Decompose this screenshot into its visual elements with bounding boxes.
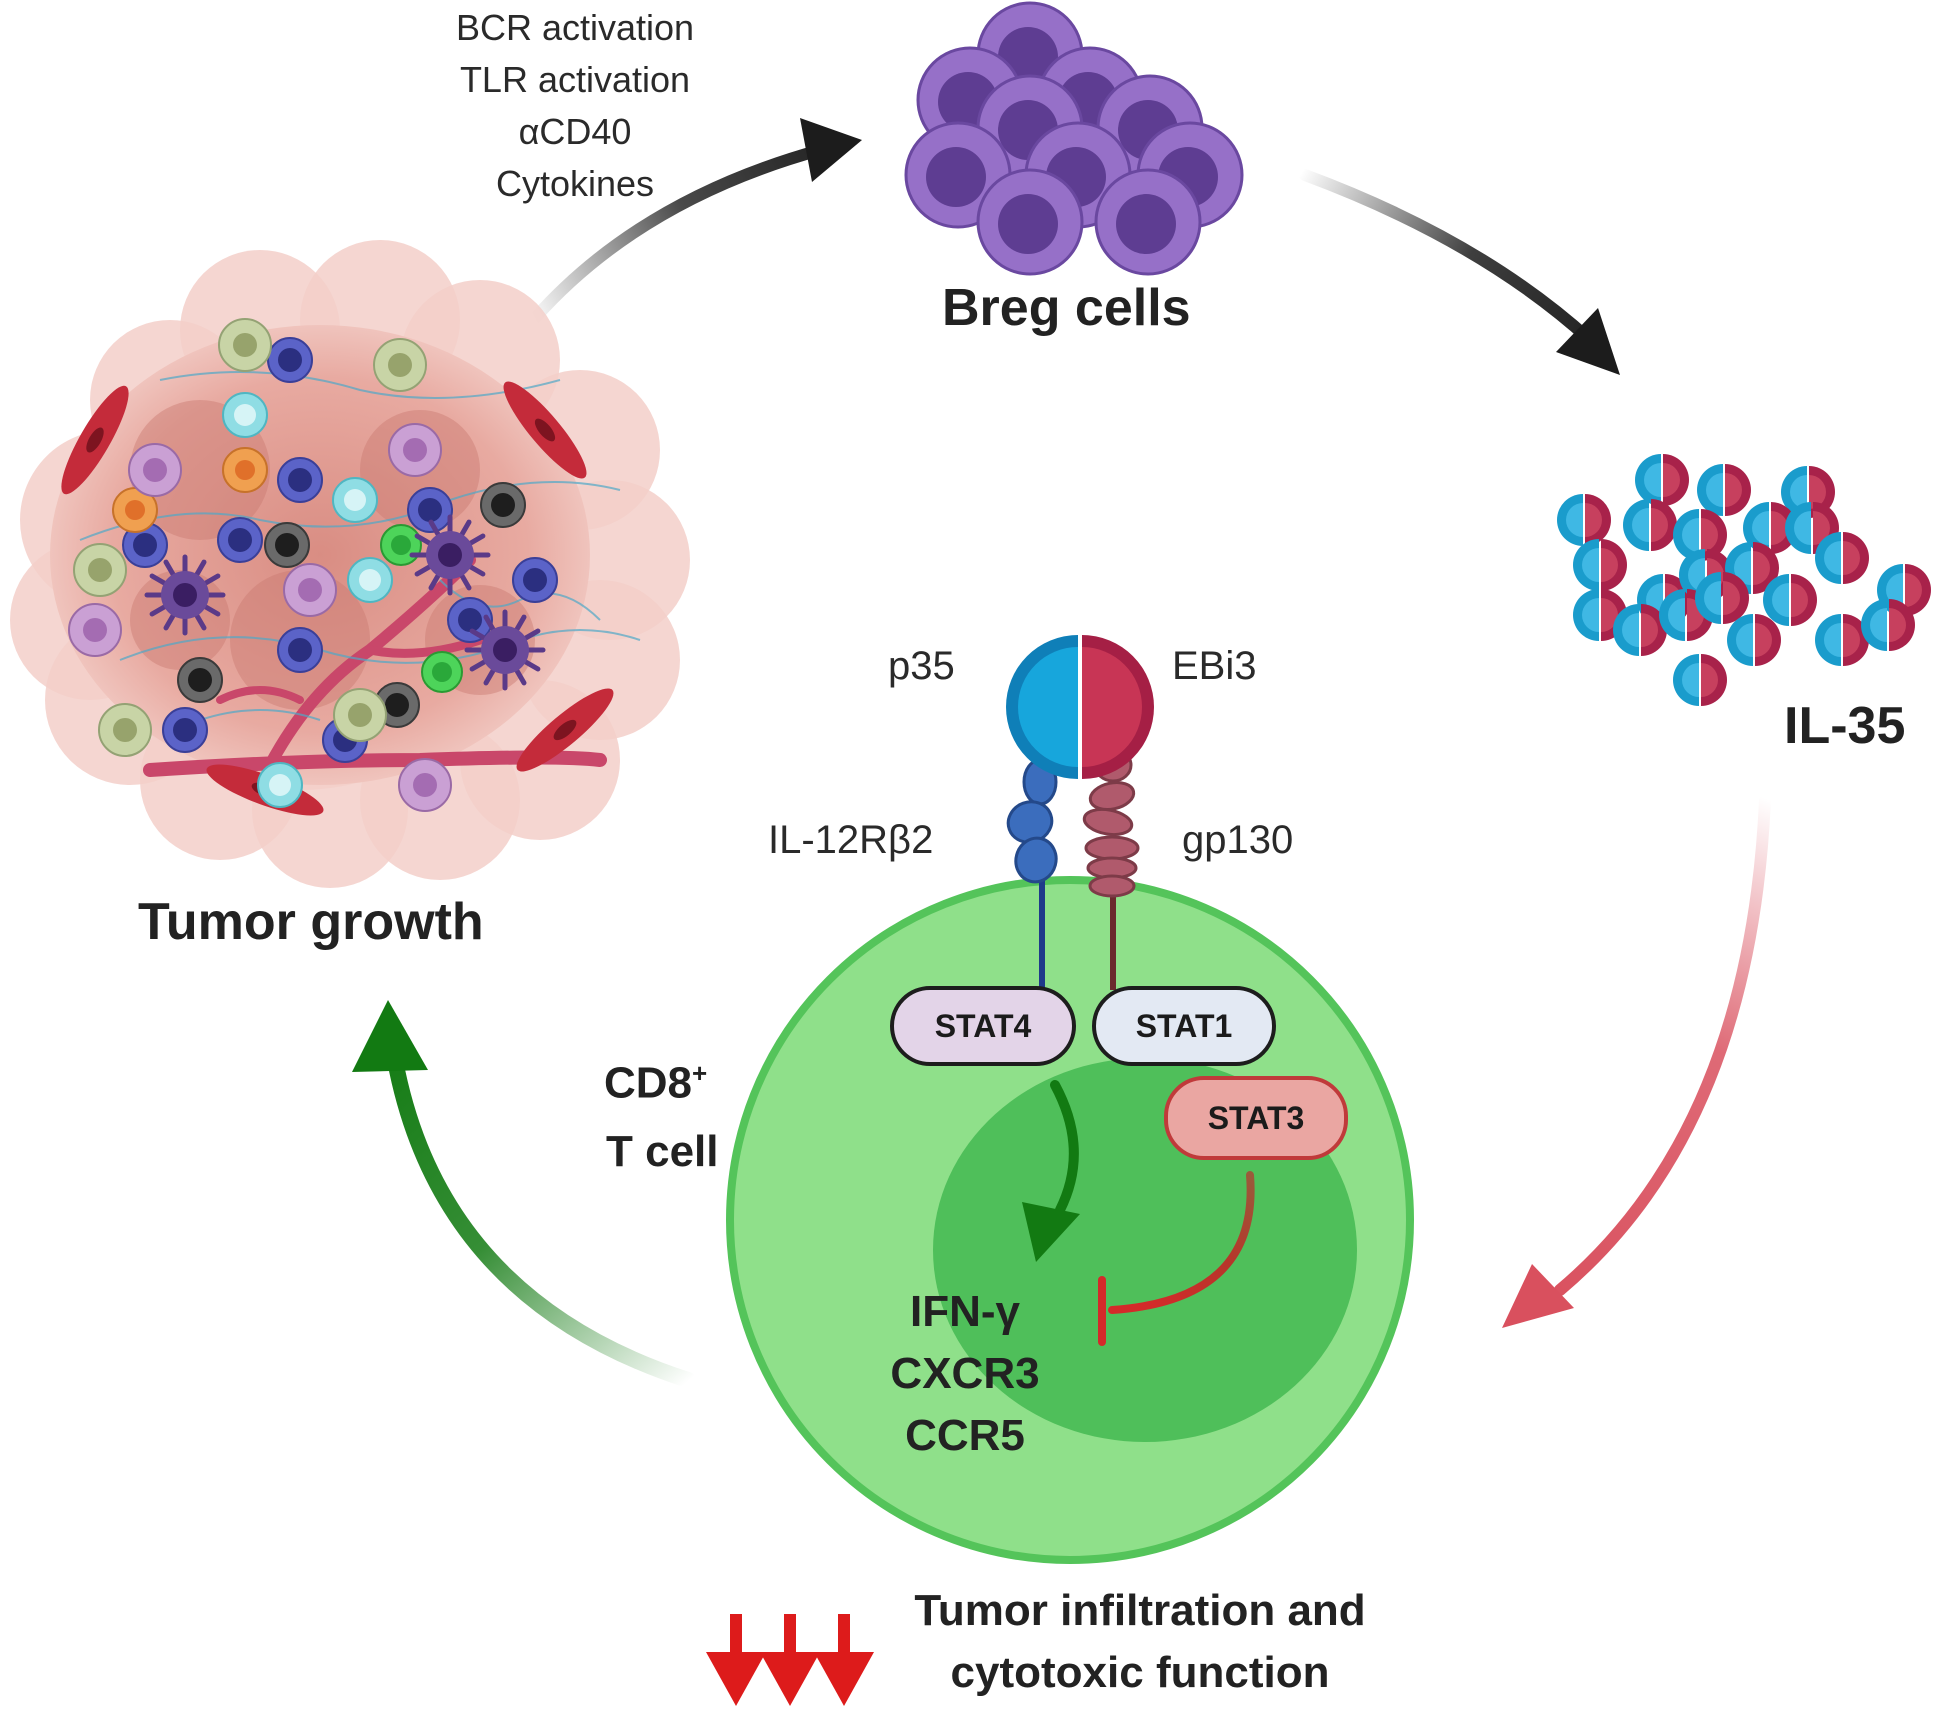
il35-molecule-icon [1695,572,1749,624]
stimulus-bcr: BCR activation [455,7,695,48]
il12rb2-label: IL-12Rβ2 [768,818,934,862]
arrow-tumor-to-breg [529,118,862,324]
tumor-mass [10,240,690,888]
cd8-label: CD8+ [604,1060,707,1106]
il35-molecule-icon [1763,574,1817,626]
il35-molecule-icon [1635,454,1689,506]
il35-molecule-icon [1815,532,1869,584]
il35-heterodimer [1006,635,1154,779]
extracellular-matrix [79,371,641,721]
il35-molecule-icon [1557,494,1611,546]
il35-molecule-icon [1573,539,1627,591]
gene-ifn-gamma: IFN-γ [910,1287,1020,1336]
gp130-label: gp130 [1182,818,1294,862]
il35-molecule-icon [1815,614,1869,666]
il35-molecule-icon [1673,654,1727,706]
gene-ccr5: CCR5 [905,1411,1025,1460]
decrease-arrows-icon [706,1614,874,1706]
p35-label: p35 [888,644,955,688]
cd8-superscript: + [692,1058,708,1088]
cd8-text: CD8 [604,1058,693,1108]
outcome-label: Tumor infiltration and cytotoxic functio… [914,1586,1366,1697]
stimulus-acd40: αCD40 [518,111,632,152]
il35-label: IL-35 [1784,697,1906,755]
arrow-tcell-to-tumor [352,1000,696,1388]
il35-molecule-icon [1785,502,1839,554]
breg-cells-cluster [904,1,1244,276]
il35-molecule-icon [1861,599,1915,651]
il35-molecule-icon [1623,499,1677,551]
stat4-box: STAT4 [890,986,1076,1066]
stat4-activation-arrow [1022,1080,1080,1262]
stimulus-cytokines: Cytokines [495,163,655,204]
down-arrow-icon [706,1652,766,1706]
gp130-receptor [1082,747,1140,990]
blood-vessels [143,554,607,777]
down-arrow-icon [814,1652,874,1706]
il35-molecule-icon [1697,464,1751,516]
stat1-box: STAT1 [1092,986,1276,1066]
immune-cells [61,318,614,816]
ebi3-label: EBi3 [1172,644,1257,688]
il35-molecules [1557,454,1931,706]
stat3-box: STAT3 [1164,1076,1348,1160]
breg-cell [1094,168,1202,276]
arrow-breg-to-il35 [1299,169,1620,375]
down-arrow-icon [760,1652,820,1706]
breg-label: Breg cells [942,279,1191,337]
il35-molecule-icon [1727,614,1781,666]
stimulus-tlr: TLR activation [459,59,691,100]
breg-cell [976,168,1084,276]
gene-cxcr3: CXCR3 [890,1349,1040,1398]
arrow-il35-to-tcell [1502,794,1771,1328]
stat3-inhibition [1098,1171,1255,1346]
il35-molecule-icon [1877,564,1931,616]
tumor-growth-label: Tumor growth [138,893,484,951]
il35-molecule-icon [1673,509,1727,561]
il12rb2-receptor [1006,758,1058,990]
t-cell-label: T cell [606,1127,719,1176]
